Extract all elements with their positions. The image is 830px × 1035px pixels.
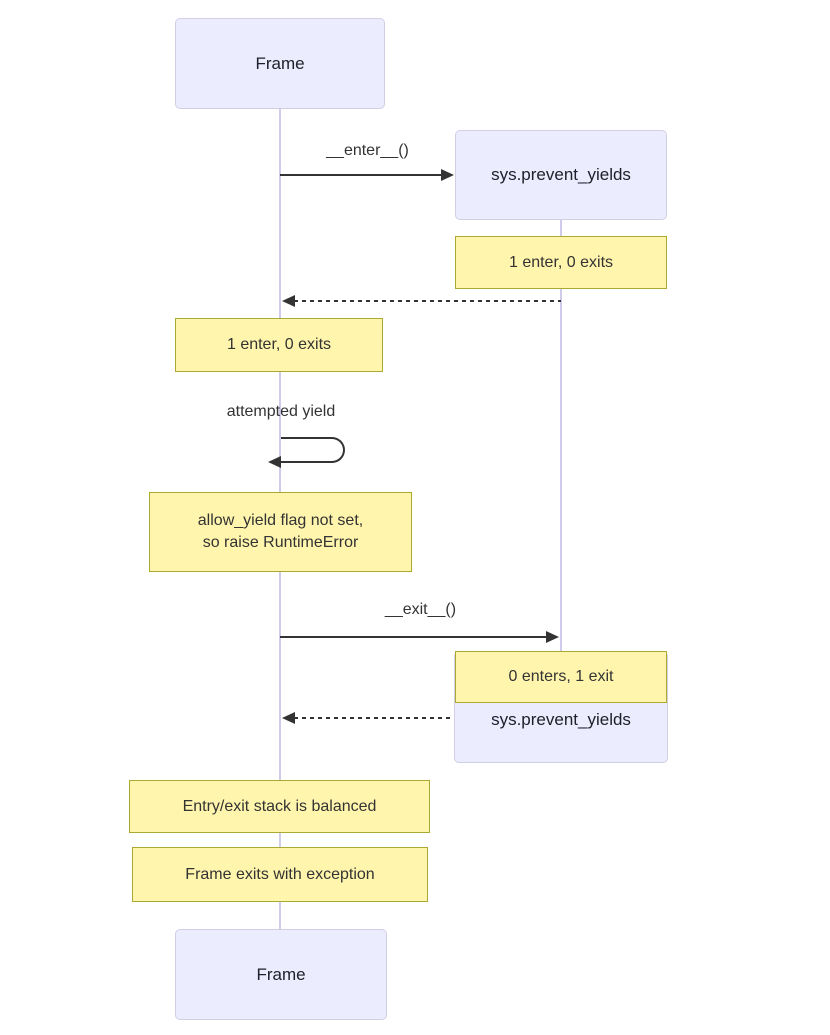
note-sys-exit-counts: 0 enters, 1 exit [455, 651, 667, 703]
note-sys-enter-counts: 1 enter, 0 exits [455, 236, 667, 289]
message-self-loop-label: attempted yield [226, 403, 336, 420]
actor-frame-bottom-label: Frame [256, 964, 306, 984]
return-exit-arrowhead-icon [282, 712, 295, 724]
message-exit-line [280, 636, 546, 638]
actor-frame-top-label: Frame [255, 53, 305, 73]
actor-frame-top: Frame [175, 18, 385, 109]
note-frame-enter-counts: 1 enter, 0 exits [175, 318, 383, 372]
lifeline-sys-prevent-yields [560, 219, 562, 651]
message-enter-line [280, 174, 442, 176]
return-exit-line [294, 717, 455, 719]
return-enter-line [294, 300, 561, 302]
note-stack-balanced: Entry/exit stack is balanced [129, 780, 430, 833]
message-exit-arrowhead-icon [546, 631, 559, 643]
self-loop-curve [281, 437, 345, 463]
note-frame-exception: Frame exits with exception [132, 847, 428, 902]
actor-sys-top-label: sys.prevent_yields [491, 165, 631, 184]
actor-sys-bottom-label: sys.prevent_yields [491, 710, 631, 729]
message-exit-label: __exit__() [384, 601, 457, 618]
self-loop-arrowhead-icon [268, 456, 281, 468]
message-enter-arrowhead-icon [441, 169, 454, 181]
actor-frame-bottom: Frame [175, 929, 387, 1020]
return-enter-arrowhead-icon [282, 295, 295, 307]
message-enter-label: __enter__() [326, 142, 409, 159]
actor-sys-prevent-yields-top: sys.prevent_yields [455, 130, 667, 220]
note-runtime-error: allow_yield flag not set, so raise Runti… [149, 492, 412, 572]
